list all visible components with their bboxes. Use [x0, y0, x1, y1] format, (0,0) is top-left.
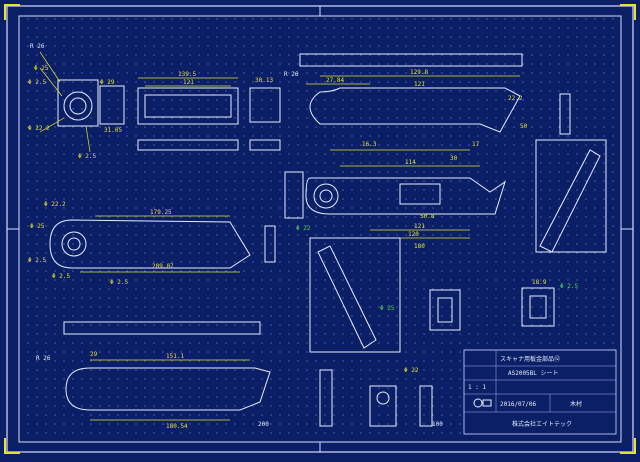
- dim-g1: R 26: [36, 355, 51, 362]
- dim-g4: 180.54: [166, 423, 188, 430]
- dim-b1: 139.5: [178, 71, 196, 78]
- company-name: 株式会社エイトテック: [512, 420, 572, 428]
- dim-g5: Φ 22: [404, 367, 419, 374]
- dim-a1: R 26: [30, 43, 45, 50]
- dim-d3: 120: [408, 231, 419, 238]
- drawing-number: AS2005BL シート: [508, 370, 559, 377]
- dim-i2: 100: [432, 421, 443, 428]
- dim-c1: 27.84: [326, 77, 344, 84]
- dim-a2: Φ 25: [34, 65, 49, 72]
- dim-d6: 180: [414, 243, 425, 250]
- dim-a5: Φ 22.2: [28, 125, 50, 132]
- scale-value: 1 : 1: [468, 384, 486, 391]
- drawn-by: 木村: [570, 400, 582, 408]
- dim-b2: 121: [183, 79, 194, 86]
- dim-c4: 50: [520, 123, 528, 130]
- dim-h1: Φ 2.5: [560, 283, 578, 290]
- dim-d2: 30: [450, 155, 458, 162]
- dim-b3: 30.13: [255, 77, 273, 84]
- dim-i1: 200: [258, 421, 269, 428]
- dim-c2: 129.8: [410, 69, 428, 76]
- dim-a3: Φ 2.5: [28, 79, 46, 86]
- dim-e3: Φ 2.5: [28, 257, 46, 264]
- dim-e1: Φ 22.2: [44, 201, 66, 208]
- title-block: スキャナ用板金部品⑫ AS2005BL シート 1 : 1 2016/07/06…: [463, 349, 617, 435]
- dim-d5: 121: [414, 223, 425, 230]
- part-h-view: Φ 2.5 18.9: [429, 279, 578, 331]
- dim-c5: 16.3: [362, 141, 377, 148]
- dim-c6: 17: [472, 141, 480, 148]
- dim-a6: Φ 2.5: [78, 153, 96, 160]
- dim-a7: Φ 29: [100, 79, 115, 86]
- part-g-view: R 26 29 151.1 180.54 Φ 22: [36, 321, 433, 430]
- date-value: 2016/07/06: [500, 401, 537, 408]
- dim-e2: Φ 25: [30, 223, 45, 230]
- part-e-view: Φ 22.2 Φ 25 Φ 2.5 Φ 2.5 Φ 2.5 179.25 209…: [28, 201, 276, 286]
- dim-g3: 151.1: [166, 353, 184, 360]
- dim-h2: 18.9: [532, 279, 547, 286]
- dim-a4: 31.05: [104, 127, 122, 134]
- dim-c7: 22.2: [508, 95, 523, 102]
- part-c-view: 27.84 129.8 121 50 16.3 17 22.2: [299, 53, 571, 151]
- dim-b4: R 26: [284, 71, 299, 78]
- part-b-view: 139.5 121 30.13 R 26: [137, 71, 299, 151]
- center-marks: [7, 6, 633, 452]
- dim-c3: 121: [414, 81, 425, 88]
- dim-e4: Φ 2.5: [52, 273, 70, 280]
- drawing-title: スキャナ用板金部品⑫: [500, 355, 560, 363]
- part-d-view: 114 30 120 50.8 121 180: [284, 155, 506, 250]
- dim-e5: Φ 2.5: [110, 279, 128, 286]
- dim-d1: 114: [405, 159, 416, 166]
- part-a-view: R 26 Φ 25 Φ 2.5 31.05 Φ 22.2 Φ 2.5 Φ 29: [28, 43, 125, 160]
- dim-e6: 179.25: [150, 209, 172, 216]
- dim-d4: 50.8: [420, 213, 435, 220]
- dim-e7: 209.07: [152, 263, 174, 270]
- dim-f2: Φ 22: [296, 225, 311, 232]
- corner-marks: [4, 4, 636, 454]
- dim-g2: 29: [90, 351, 98, 358]
- part-f-view: Φ 25 Φ 22: [296, 139, 607, 353]
- dim-f1: Φ 25: [380, 305, 395, 312]
